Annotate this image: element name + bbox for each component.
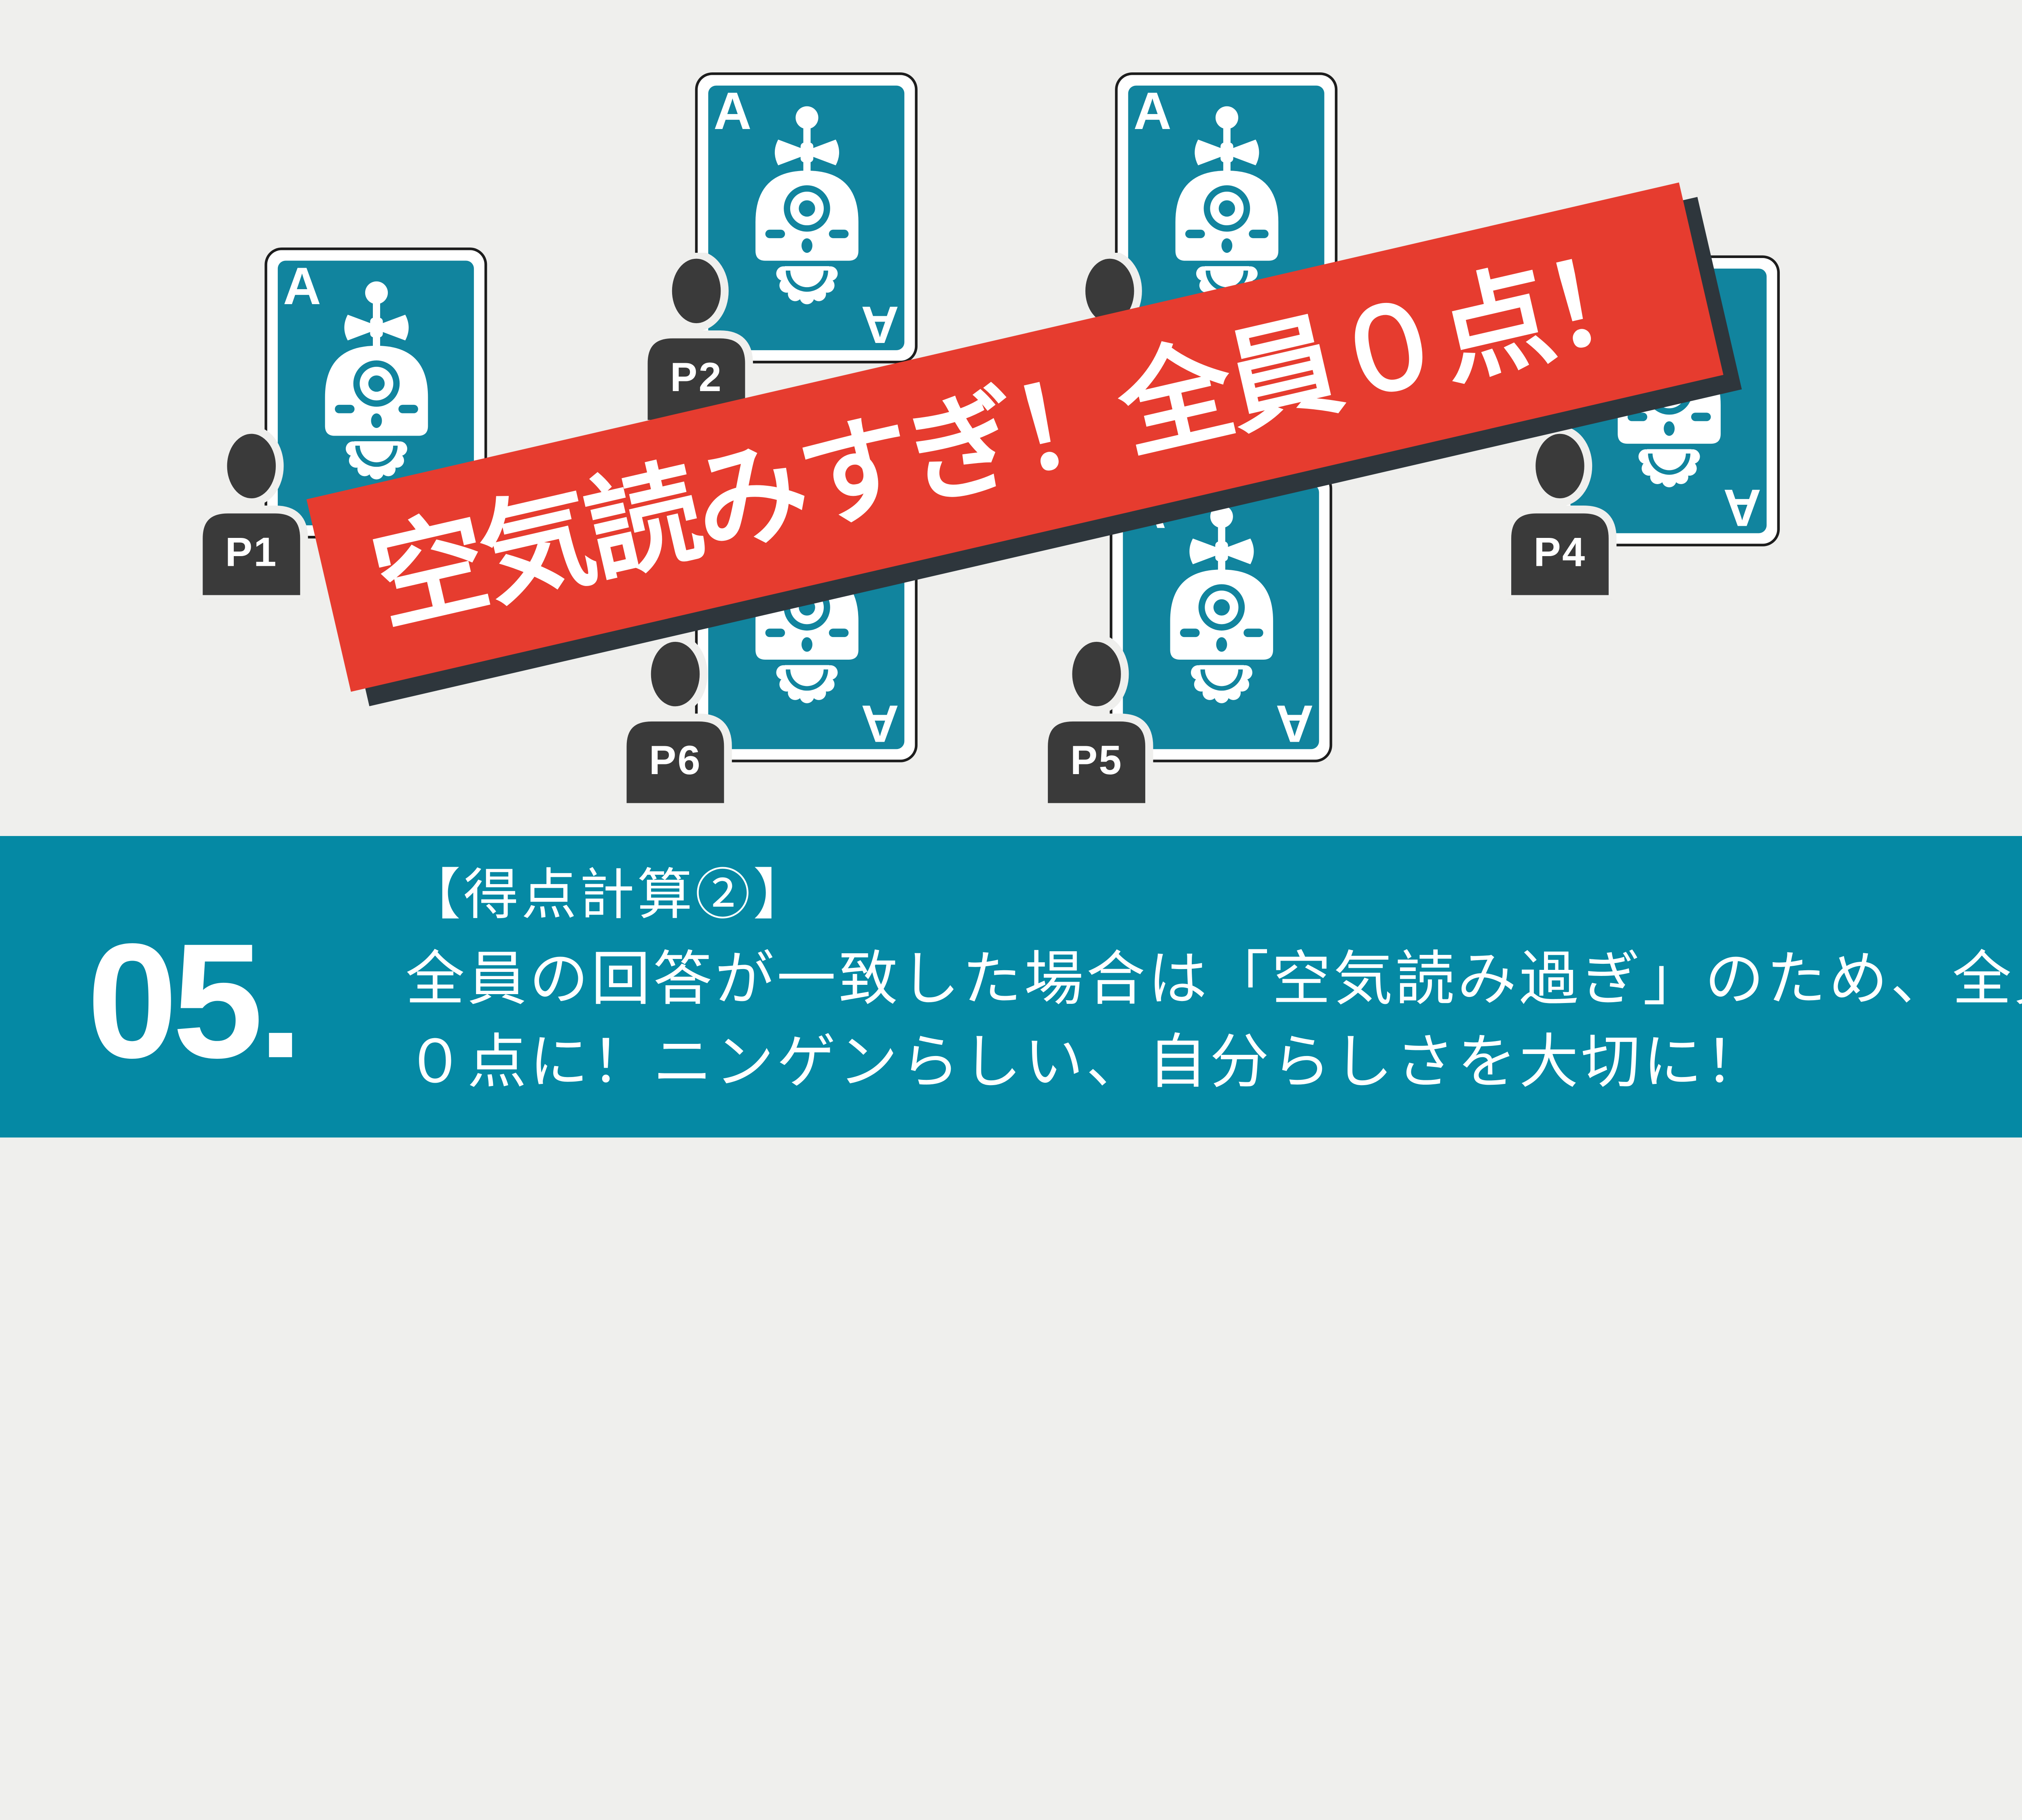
score-rule-line1: 全員の回答が一致した場合は「空気読み過ぎ」のため、全員 (405, 946, 2022, 1013)
score-rule-heading: 【得点計算②】 (405, 866, 811, 927)
player-icon-p5: P5 (1040, 636, 1153, 807)
player-icon-p2: P2 (640, 253, 753, 424)
card-rank-top: A (713, 83, 752, 141)
player-icon-p4: P4 (1503, 428, 1616, 599)
card-rank-top: A (283, 258, 321, 316)
player-label: P1 (225, 529, 278, 576)
footer-band (0, 836, 2022, 1138)
robot-face-icon (1145, 503, 1297, 715)
robot-face-icon (300, 279, 451, 491)
card-rank-top: A (1133, 83, 1172, 141)
robot-face-icon (731, 104, 882, 316)
card-p2: A A (698, 75, 915, 361)
player-label: P2 (670, 354, 723, 400)
slide-canvas: A A A A A A A A A A A A P1 P2 (0, 75, 2022, 1138)
step-number: 05. (87, 911, 303, 1093)
player-label: P6 (649, 737, 702, 783)
player-icon-p1: P1 (195, 428, 308, 599)
player-label: P4 (1533, 529, 1586, 576)
player-label: P5 (1070, 737, 1123, 783)
score-rule-line2: ０点に！ニンゲンらしい、自分らしさを大切に！ (405, 1029, 1767, 1096)
score-rule-text: 【得点計算②】 全員の回答が一致した場合は「空気読み過ぎ」のため、全員 ０点に！… (406, 856, 2022, 1105)
player-icon-p6: P6 (619, 636, 732, 807)
